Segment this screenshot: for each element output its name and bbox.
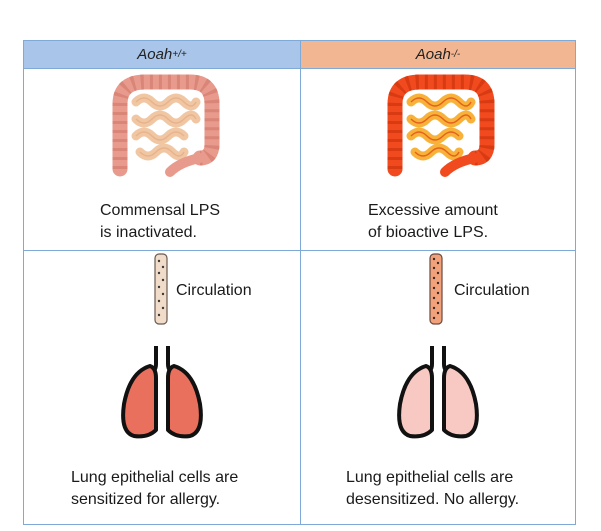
right-gut-text-1: Excessive amount bbox=[368, 202, 498, 219]
column-divider bbox=[300, 41, 301, 524]
right-lung-text-2: desensitized. No allergy. bbox=[346, 491, 520, 508]
row-divider bbox=[24, 250, 575, 251]
sensitized-lungs-icon bbox=[121, 346, 203, 439]
inflamed-intestine-icon bbox=[387, 74, 495, 177]
left-gut-text-2: is inactivated. bbox=[100, 224, 197, 241]
right-lung-text-1: Lung epithelial cells are bbox=[346, 469, 514, 486]
header-knockout: Aoah-/- bbox=[301, 41, 575, 68]
header-knockout-sup: -/- bbox=[450, 49, 461, 60]
left-lung-text-1: Lung epithelial cells are bbox=[71, 469, 239, 486]
normal-intestine-icon bbox=[112, 74, 220, 177]
left-gut-text-1: Commensal LPS bbox=[100, 202, 221, 219]
left-circulation-label: Circulation bbox=[176, 282, 252, 299]
right-gut-text-2: of bioactive LPS. bbox=[368, 224, 489, 241]
header-wildtype-base: Aoah bbox=[137, 46, 173, 63]
comparison-table: Aoah+/+ Aoah-/- bbox=[23, 40, 576, 525]
blood-vessel-icon-left bbox=[154, 253, 168, 325]
header-wildtype-sup: +/+ bbox=[172, 49, 187, 60]
header-knockout-base: Aoah bbox=[415, 46, 451, 63]
blood-vessel-icon-right bbox=[429, 253, 443, 325]
header-wildtype: Aoah+/+ bbox=[24, 41, 300, 68]
desensitized-lungs-icon bbox=[397, 346, 479, 439]
left-lung-text-2: sensitized for allergy. bbox=[71, 491, 221, 508]
right-circulation-label: Circulation bbox=[454, 282, 530, 299]
header-divider bbox=[24, 68, 575, 69]
